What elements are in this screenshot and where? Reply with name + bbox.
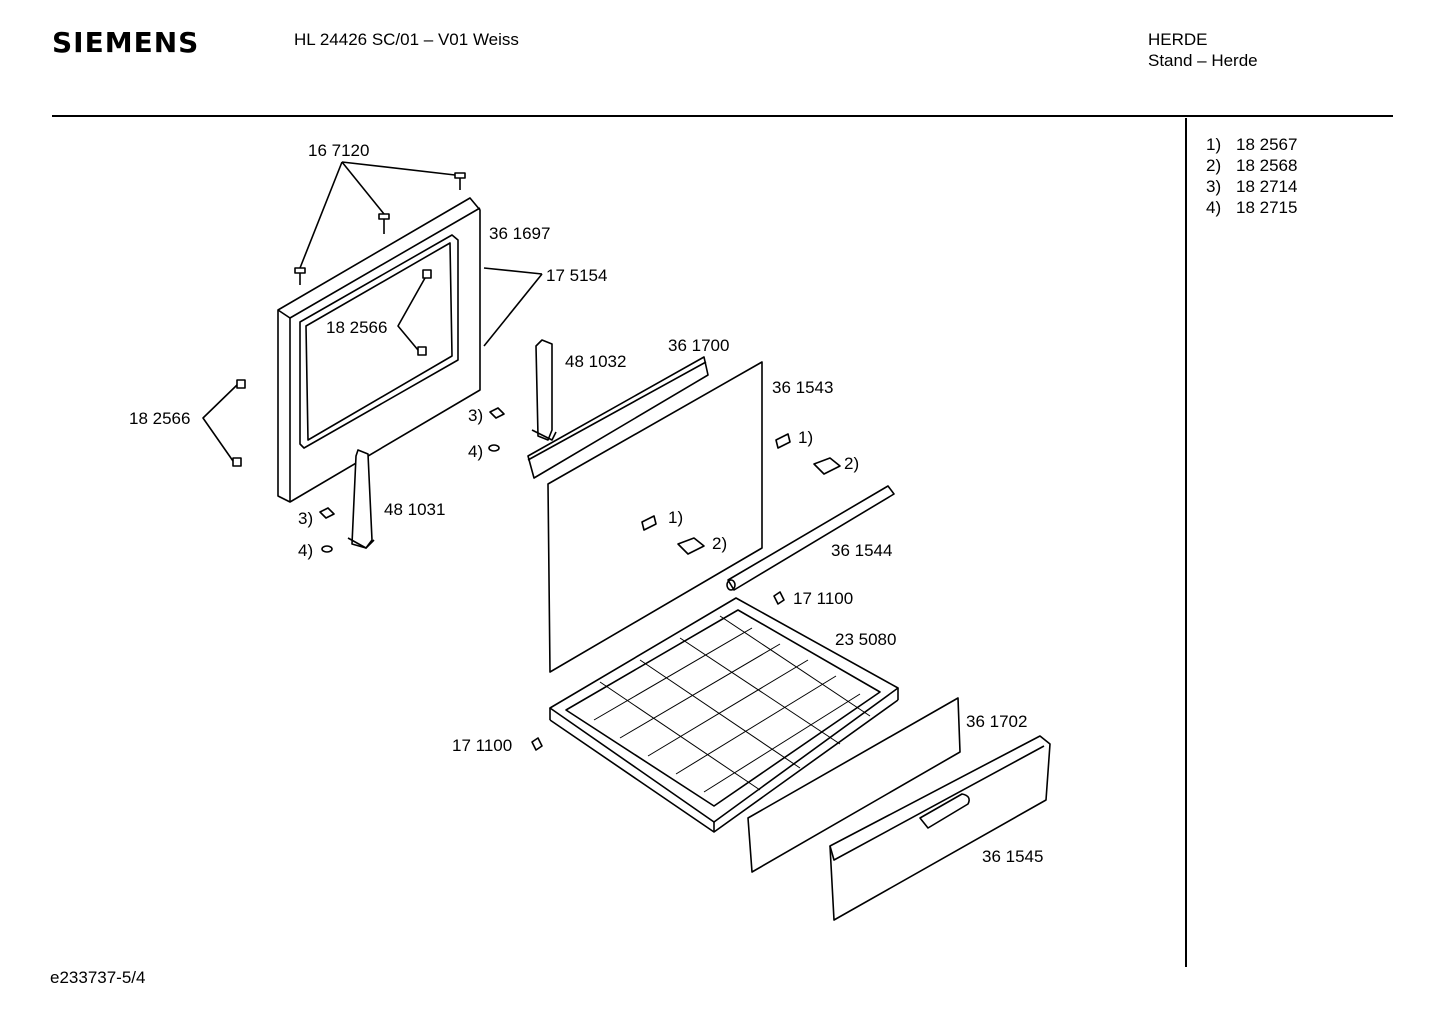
- label-hinge-left: 48 1031: [384, 500, 445, 519]
- category: HERDE: [1148, 30, 1208, 49]
- bracket-icon: [319, 407, 505, 519]
- label-rail: 36 1700: [668, 336, 729, 355]
- rail: [527, 356, 709, 479]
- clip-icon: [641, 433, 791, 531]
- door-frame: [277, 197, 481, 503]
- note-row: 2) 18 2568: [1206, 155, 1297, 176]
- foot-icon: [531, 591, 785, 751]
- note-key: 3): [1206, 177, 1222, 196]
- leader-line: [341, 161, 456, 176]
- leader-line: [483, 267, 543, 275]
- note-value: 18 2568: [1236, 156, 1298, 175]
- label-screw-top: 16 7120: [308, 141, 369, 160]
- label-screw-inner: 18 2566: [326, 318, 387, 337]
- label-hinge-right: 48 1032: [565, 352, 626, 371]
- leader-line: [341, 161, 385, 215]
- note-value: 18 2714: [1236, 177, 1298, 196]
- label-door-frame: 36 1697: [489, 224, 550, 243]
- ref-4b: 4): [298, 541, 313, 560]
- note-value: 18 2715: [1236, 198, 1298, 217]
- label-panel: 36 1543: [772, 378, 833, 397]
- screw-icon: [232, 269, 432, 467]
- label-drawer: 36 1545: [982, 847, 1043, 866]
- pad-icon: [677, 457, 841, 555]
- label-screw-left: 18 2566: [129, 409, 190, 428]
- ref-4a: 4): [468, 442, 483, 461]
- model-designation: HL 24426 SC/01 – V01 Weiss: [294, 30, 519, 49]
- note-row: 1) 18 2567: [1206, 134, 1297, 155]
- note-value: 18 2567: [1236, 135, 1298, 154]
- label-front-panel: 36 1702: [966, 712, 1027, 731]
- label-foot-top: 17 1100: [793, 589, 853, 608]
- label-foot-left: 17 1100: [452, 736, 512, 755]
- leader-line: [299, 161, 343, 269]
- note-key: 4): [1206, 198, 1222, 217]
- hinge-right: [531, 339, 557, 441]
- label-clip: 17 5154: [546, 266, 607, 285]
- subcategory: Stand – Herde: [1148, 51, 1258, 70]
- ref-1b: 1): [668, 508, 683, 527]
- drawer: [829, 735, 1051, 921]
- brand-logo: SIEMENS: [52, 26, 200, 59]
- tray: [549, 597, 899, 833]
- note-key: 2): [1206, 156, 1222, 175]
- leader-line: [483, 273, 543, 347]
- ref-3b: 3): [298, 509, 313, 528]
- footer-code: e233737-5/4: [50, 968, 146, 987]
- hinge-left: [347, 449, 375, 549]
- ref-3a: 3): [468, 406, 483, 425]
- leader-line: [397, 277, 426, 351]
- reference-notes: 1) 18 2567 2) 18 2568 3) 18 2714 4) 18 2715: [1206, 134, 1297, 218]
- note-row: 4) 18 2715: [1206, 197, 1297, 218]
- label-tray: 23 5080: [835, 630, 896, 649]
- ref-2b: 2): [712, 534, 727, 553]
- ref-2a: 2): [844, 454, 859, 473]
- front-panel: [747, 697, 961, 873]
- ref-1a: 1): [798, 428, 813, 447]
- leader-line: [202, 384, 238, 462]
- rod: [726, 485, 895, 591]
- washer-icon: [321, 444, 500, 553]
- label-rod: 36 1544: [831, 541, 892, 560]
- note-row: 3) 18 2714: [1206, 176, 1297, 197]
- note-key: 1): [1206, 135, 1222, 154]
